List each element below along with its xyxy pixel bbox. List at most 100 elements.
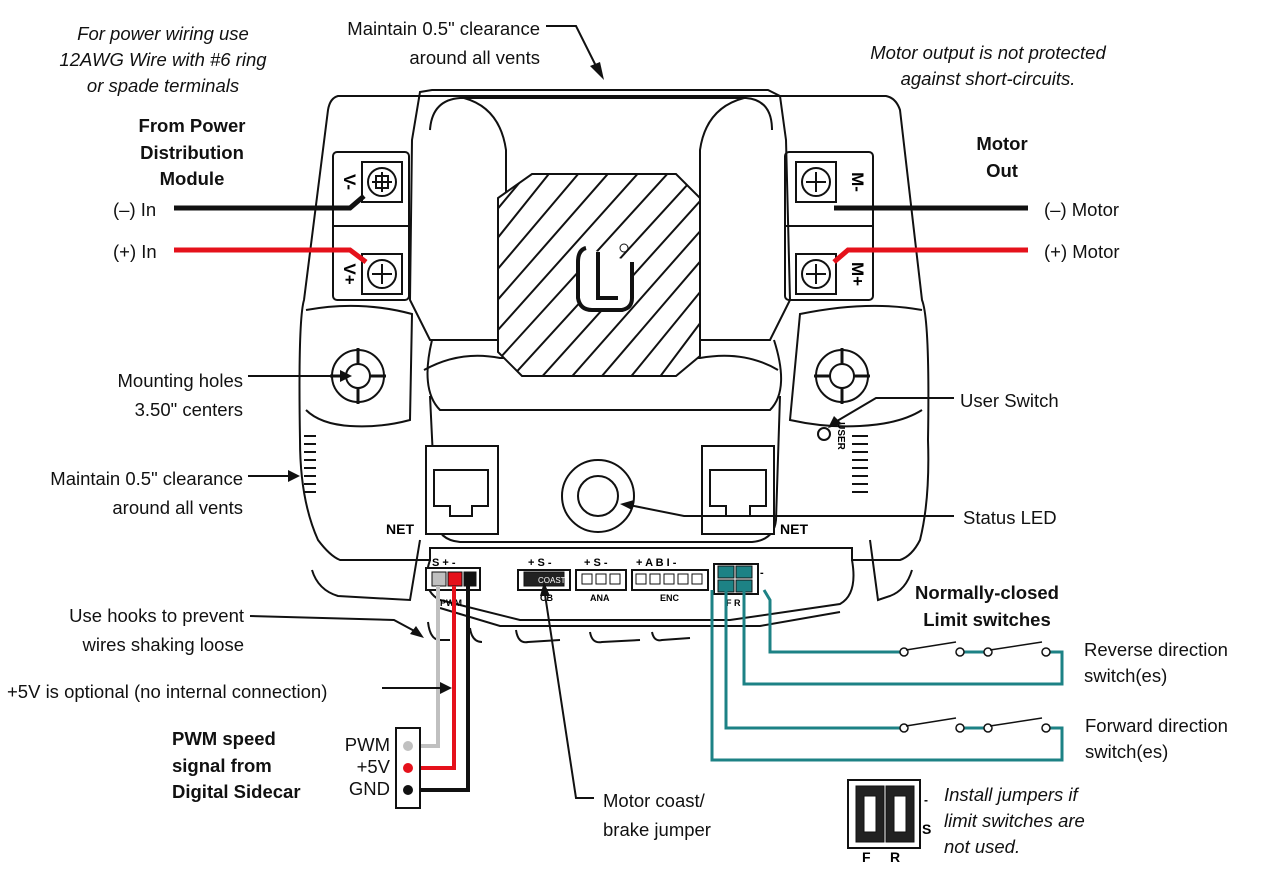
wire-neg-in — [174, 194, 366, 211]
net-label-left: NET — [386, 521, 414, 537]
net-label-right: NET — [780, 521, 808, 537]
hooks-line: wires shaking loose — [82, 634, 244, 655]
signal-wires — [414, 586, 470, 792]
note-clearance-top: Maintain 0.5" clearance around all vents — [300, 14, 540, 72]
pwm-header-pins: S + - — [432, 557, 456, 569]
pwm-header-label: PWM — [440, 598, 462, 608]
jumper-legend-f: F — [862, 849, 871, 865]
forward-switch-line: Forward direction — [1085, 715, 1228, 736]
sidecar-pin-gnd: GND — [348, 778, 390, 799]
terminal-label-v-plus: V+ — [340, 263, 359, 284]
forward-switch-line: switch(es) — [1085, 741, 1169, 762]
jumper-legend-s: S — [922, 821, 931, 837]
leader-clearance-top — [546, 25, 601, 75]
jumper-legend-icon — [847, 779, 921, 849]
wire-forward-b — [710, 590, 1064, 762]
wire-pos-motor — [832, 247, 1028, 264]
limit-switches — [899, 641, 1051, 733]
wire-forward-a — [724, 590, 900, 730]
wire-reverse-a — [762, 589, 900, 654]
enc-pins: + A B I - — [636, 557, 677, 569]
note-motor-protect: Motor output is not protected against sh… — [830, 40, 1146, 92]
power-in-title: From Power Distribution Module — [112, 113, 272, 193]
status-led-icon — [561, 459, 635, 533]
brand-logo-icon — [576, 246, 634, 312]
note-power-wiring-line: or spade terminals — [86, 75, 240, 96]
side-vents-left — [304, 435, 316, 493]
motor-neg-label: (–) Motor — [1044, 199, 1120, 220]
plus5v-note: +5V is optional (no internal connection) — [7, 681, 328, 702]
leader-user-switch — [831, 397, 954, 425]
mounting-holes-line: 3.50" centers — [134, 399, 243, 420]
pwm-signal-title-line: Digital Sidecar — [172, 781, 301, 802]
wire-reverse-b — [742, 590, 1064, 686]
screw-m-minus-icon — [795, 161, 837, 203]
power-in-neg-label: (–) In — [113, 199, 157, 220]
user-switch-icon[interactable] — [817, 427, 831, 441]
note-motor-protect-line: Motor output is not protected — [870, 42, 1106, 63]
reverse-switch-2-icon — [983, 641, 1051, 657]
cb-jumper-label: COAST — [538, 576, 566, 585]
power-in-title-line: Distribution — [140, 141, 244, 163]
reverse-switch-label: Reverse direction switch(es) — [1084, 637, 1228, 689]
leader-lines — [248, 25, 954, 799]
reverse-switch-line: switch(es) — [1084, 665, 1168, 686]
terminal-label-v-minus: V- — [340, 174, 359, 190]
motor-out-title-line: Motor — [976, 133, 1028, 154]
cb-label: CB — [540, 593, 553, 603]
sidecar-pin-5v: +5V — [356, 756, 390, 777]
note-clearance-side-line: Maintain 0.5" clearance — [50, 468, 243, 489]
screw-m-plus-icon — [795, 253, 837, 295]
reverse-switch-1-icon — [899, 641, 965, 657]
enc-header — [631, 569, 709, 591]
motor-pos-label: (+) Motor — [1044, 241, 1120, 262]
screw-v-minus-icon — [361, 161, 403, 203]
coast-brake-line: Motor coast/ — [603, 790, 705, 811]
pwm-signal-title: PWM speed signal from Digital Sidecar — [172, 726, 301, 806]
limit-switch-title-line: Limit switches — [923, 608, 1051, 630]
screw-v-plus-icon — [361, 253, 403, 295]
pin-pwm-icon — [403, 741, 413, 751]
net-ports — [425, 445, 775, 535]
forward-switch-label: Forward direction switch(es) — [1085, 713, 1228, 765]
cb-pins: + S - — [528, 557, 552, 569]
note-power-wiring-line: 12AWG Wire with #6 ring — [59, 49, 267, 70]
note-power-wiring-line: For power wiring use — [77, 23, 249, 44]
status-led-label: Status LED — [963, 507, 1057, 528]
mounting-holes-line: Mounting holes — [117, 370, 243, 391]
note-clearance-side-line: around all vents — [112, 497, 243, 518]
jumper-legend-minus: - — [924, 793, 928, 807]
wire-gnd — [414, 586, 470, 792]
jumper-legend-r: R — [890, 849, 900, 865]
power-in-title-line: Module — [159, 168, 225, 189]
note-motor-protect-line: against short-circuits. — [900, 68, 1076, 89]
limit-header-sign: - — [760, 567, 764, 579]
note-jumpers-line: Install jumpers if — [944, 784, 1078, 805]
limit-header — [713, 563, 759, 595]
mounting-holes — [330, 348, 870, 404]
limit-header-label: F R — [726, 598, 741, 608]
pwm-header — [425, 567, 481, 591]
terminal-label-m-minus: M- — [848, 172, 867, 192]
limit-switch-title: Normally-closed Limit switches — [890, 580, 1084, 633]
note-clearance-top-line: around all vents — [409, 47, 540, 68]
wire-5v — [414, 586, 456, 770]
coast-brake-line: brake jumper — [603, 819, 711, 840]
motor-out-title: Motor Out — [952, 131, 1052, 184]
wire-pwm — [414, 586, 440, 748]
ana-header — [575, 569, 627, 591]
motor-out-title-line: Out — [986, 159, 1018, 181]
leader-hooks — [249, 615, 421, 635]
limit-wires — [710, 589, 1064, 762]
note-jumpers-line: limit switches are — [944, 810, 1085, 831]
sidecar-connector — [395, 727, 421, 809]
sidecar-pin-labels: PWM +5V GND — [320, 734, 390, 800]
limit-switch-title-line: Normally-closed — [915, 582, 1059, 603]
pwm-signal-title-line: PWM speed — [172, 728, 276, 749]
forward-switch-1-icon — [899, 717, 965, 733]
power-wires — [174, 194, 1028, 264]
fan-grille — [497, 173, 701, 377]
ana-label: ANA — [590, 593, 610, 603]
enc-label: ENC — [660, 593, 680, 603]
